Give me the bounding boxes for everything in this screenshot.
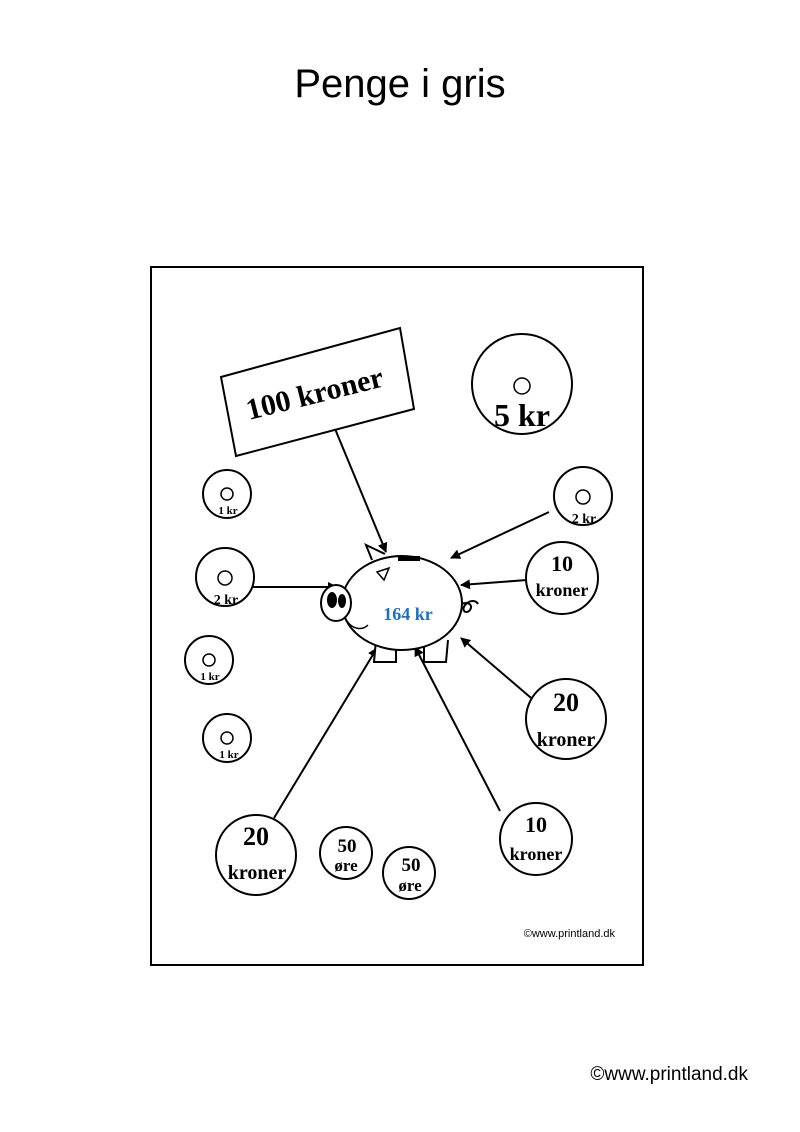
arrow-20-left [273,647,378,819]
arrow-2kr-right [450,511,550,559]
arrow-20-right [460,637,538,704]
coin-hole [220,487,234,501]
footer-credit: ©www.printland.dk [590,1064,748,1085]
coin-label: 5 kr [494,397,550,433]
coin-50-ore-a: 50 øre [319,826,373,880]
coin-2-kr-right: 2 kr [553,466,613,527]
arrow-banknote [332,423,388,553]
worksheet-frame [150,266,644,966]
coin-5-kr: 5 kr [471,333,573,435]
coin-value: 10 [525,812,547,837]
arrows [249,423,550,819]
coin-value: 10 [551,551,573,576]
coin-hole [575,489,591,505]
coin-hole [513,377,531,395]
coin-unit: kroner [228,862,287,884]
coin-1-kr-a: 1 kr [202,469,252,519]
coin-1-kr-b: 1 kr [184,635,234,685]
pig-coin-slot [398,556,420,561]
coin-value: 50 [338,836,357,857]
arrow-10-top [460,579,528,590]
coin-unit: øre [398,876,422,895]
pig-body [341,555,463,651]
coin-value: 50 [402,855,421,876]
coin-value: 20 [243,822,269,851]
coin-label: 1 kr [219,749,238,761]
coin-unit: øre [334,856,358,875]
pig-mouth [346,620,369,630]
pig-ear [364,543,386,561]
pig-eye [375,566,391,582]
banknote-100: 100 kroner [219,326,416,458]
inner-credit: ©www.printland.dk [524,928,616,940]
coin-10-kroner-top: 10 kroner [525,541,599,615]
coin-hole [202,653,216,667]
coin-1-kr-c: 1 kr [202,713,252,763]
pig-nostril [327,592,337,608]
pig-tail [457,600,479,614]
coin-label: 1 kr [200,671,219,683]
coin-2-kr-left: 2 kr [195,547,255,608]
coin-hole [217,570,233,586]
coin-value: 20 [553,688,579,717]
coin-unit: kroner [537,729,596,751]
coin-label: 2 kr [572,512,597,527]
coin-20-kroner-right: 20 kroner [525,678,607,760]
pig-nostril [338,594,346,608]
piggy-total: 164 kr [383,604,433,624]
coin-hole [220,731,234,745]
coin-50-ore-b: 50 øre [382,846,436,900]
coin-10-kroner-bottom: 10 kroner [499,802,573,876]
coin-unit: kroner [510,844,563,864]
arrow-10-bottom [414,646,501,812]
coin-20-kroner-left: 20 kroner [215,814,297,896]
coin-label: 1 kr [218,505,237,517]
coin-label: 2 kr [214,593,239,608]
page-title: Penge i gris [294,62,506,106]
coin-unit: kroner [536,580,589,600]
piggy-bank [320,543,479,663]
